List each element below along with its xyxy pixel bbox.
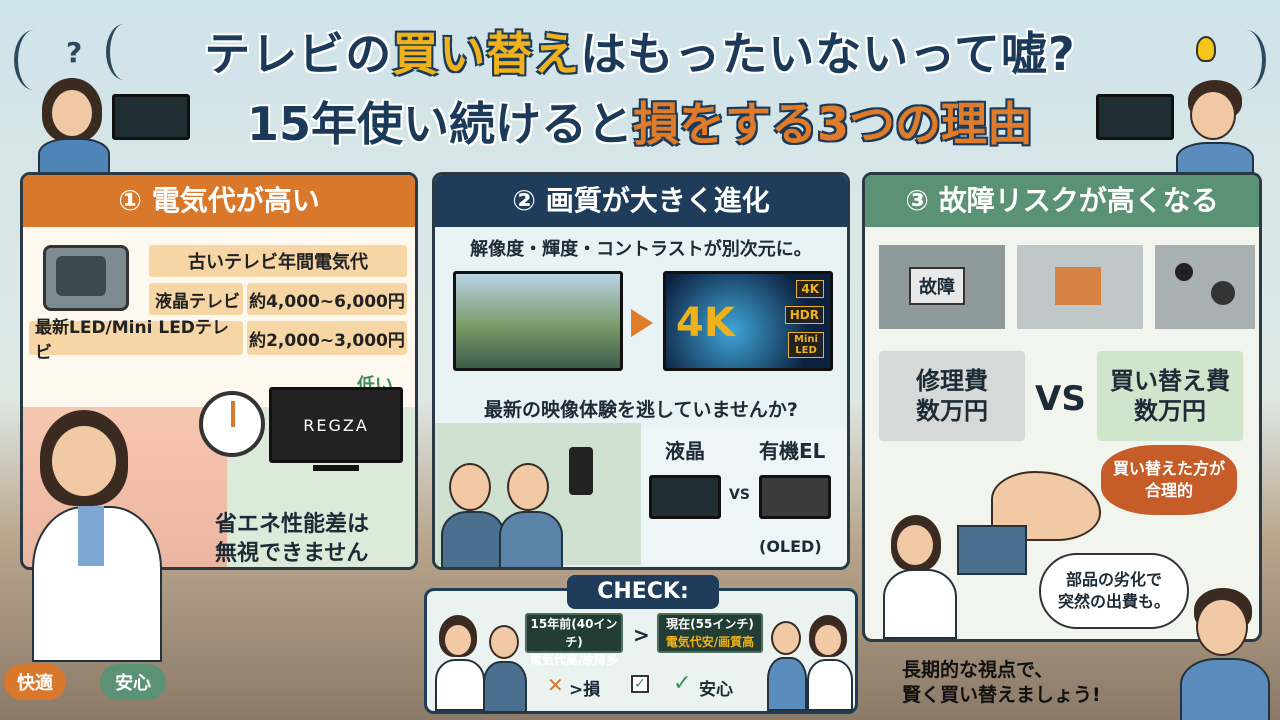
sound-waves-right-icon <box>1226 30 1266 90</box>
check-text: 安心 <box>699 680 733 700</box>
regza-tv-illustration: REGZA <box>269 387 403 463</box>
tv-top-left-illustration <box>112 94 190 140</box>
man-right-illustration <box>1176 78 1256 182</box>
advice-text: 長期的な視点で、 賢く買い替えましょう! <box>902 658 1101 707</box>
regza-stand <box>313 465 359 471</box>
reasonable-burst-badge: 買い替えた方が 合理的 <box>1101 445 1237 515</box>
table-title: 古いテレビ年間電気代 <box>149 245 407 277</box>
note-line1: 省エネ性能差は <box>215 512 370 537</box>
burst-line2: 合理的 <box>1144 480 1193 500</box>
man-check-left-illustration <box>483 621 527 713</box>
new-board: 現在(55インチ) 電気代安/画質高 <box>657 613 763 653</box>
panel-failure-risk: ③ 故障リスクが高くなる 故障 修理費 数万円 VS 買い替え費 数万円 買い替… <box>862 172 1262 642</box>
old-line1: 15年前(40インチ) <box>530 617 618 649</box>
panel-picture-quality: ② 画質が大きく進化 解像度・輝度・コントラストが別次元に。 4K 4K HDR… <box>432 172 850 570</box>
new-4k-tv-illustration: 4K 4K HDR Mini LED <box>663 271 833 371</box>
repair-cost-box: 修理費 数万円 <box>879 351 1025 441</box>
new-line2: 電気代安/画質高 <box>665 635 755 649</box>
muted-speaker-icon <box>1017 245 1143 329</box>
broken-tv-tile: 故障 <box>879 245 1005 329</box>
replace-line1: 買い替え費 <box>1110 367 1230 395</box>
vs-small: VS <box>729 487 750 503</box>
oled-tv-icon <box>759 475 831 519</box>
oled-label: 有機EL <box>759 439 826 463</box>
note-text: 省エネ性能差は 無視できません <box>215 511 370 567</box>
advice-line1: 長期的な視点で、 <box>902 659 1054 681</box>
doctor-check-left-illustration <box>435 615 487 711</box>
repair-line1: 修理費 <box>916 367 988 395</box>
row2-value: 約2,000~3,000円 <box>247 321 407 355</box>
broken-label: 故障 <box>909 267 965 305</box>
old-crt-tv-icon <box>43 245 129 311</box>
badge-4k-big: 4K <box>676 300 735 346</box>
row2-label: 最新LED/Mini LEDテレビ <box>29 318 243 363</box>
old-line2: 電気代高/故障多 <box>529 653 619 667</box>
sound-waves-left-icon <box>14 30 54 90</box>
comfort-tag: 快適 <box>4 664 66 700</box>
row1-label: 液晶テレビ <box>149 283 243 315</box>
panel1-header: ① 電気代が高い <box>23 175 415 227</box>
people-check-right-illustration <box>767 615 855 711</box>
sleeve-illustration <box>957 525 1027 575</box>
checkmark-icon: ✓ <box>673 671 692 696</box>
old-board: 15年前(40インチ) 電気代高/故障多 <box>525 613 623 667</box>
man-bottom-right-illustration <box>1180 588 1270 720</box>
repair-line2: 数万円 <box>916 397 988 425</box>
bubble-line2: 突然の出費も。 <box>1057 591 1170 611</box>
panel2-header: ② 画質が大きく進化 <box>435 175 847 227</box>
check-title: CHECK: <box>567 575 719 609</box>
panel-electricity: ① 電気代が高い 古いテレビ年間電気代 液晶テレビ 約4,000~6,000円 … <box>20 172 418 570</box>
row1-value: 約4,000~6,000円 <box>247 283 407 315</box>
badge-mini-led: Mini LED <box>788 332 824 358</box>
burst-line1: 買い替えた方が <box>1112 459 1225 478</box>
lcd-tv-icon <box>649 475 721 519</box>
vs-label: VS <box>1035 379 1086 419</box>
couple-scene-illustration <box>435 423 641 567</box>
badge-4k: 4K <box>796 280 824 298</box>
panel3-header: ③ 故障リスクが高くなる <box>865 175 1259 227</box>
oled-sub: (OLED) <box>759 537 822 556</box>
lcd-label: 液晶 <box>665 439 705 463</box>
doctor-woman-illustration <box>28 410 178 662</box>
lightbulb-icon <box>1196 36 1216 62</box>
doctor-woman-small-illustration <box>883 515 963 639</box>
replace-line2: 数万円 <box>1134 397 1206 425</box>
bubble-line1: 部品の劣化で <box>1065 570 1162 589</box>
note-line2: 無視できません <box>215 540 369 566</box>
panel2-question: 最新の映像体験を逃していませんか? <box>484 399 798 421</box>
speech-bubble: 部品の劣化で 突然の出費も。 <box>1039 553 1189 629</box>
badge-hdr: HDR <box>784 306 824 324</box>
cross-icon: ✕ <box>547 673 564 697</box>
cross-text: >損 <box>569 680 601 700</box>
stopwatch-icon <box>199 391 265 457</box>
dead-pixels-tile <box>1155 245 1255 329</box>
advice-line2: 賢く買い替えましょう! <box>902 683 1101 706</box>
tv-top-right-illustration <box>1096 94 1174 140</box>
old-tv-landscape-illustration <box>453 271 623 371</box>
replace-cost-box: 買い替え費 数万円 <box>1097 351 1243 441</box>
lcd-oled-compare: 液晶 有機EL VS (OLED) <box>641 427 847 565</box>
new-line1: 現在(55インチ) <box>666 617 754 631</box>
safety-tag: 安心 <box>100 664 166 700</box>
arrow-right-icon <box>631 309 653 337</box>
sound-waves-left2-icon <box>106 24 142 80</box>
regza-brand: REGZA <box>303 415 369 435</box>
panel2-caption: 解像度・輝度・コントラストが別次元に。 <box>470 239 812 260</box>
page-title-line1: テレビの買い替えはもったいないって嘘? <box>204 27 1076 81</box>
power-plug-icon <box>569 447 593 495</box>
check-box: CHECK: 15年前(40インチ) 電気代高/故障多 > 現在(55インチ) … <box>424 575 858 714</box>
page-title-line2: 15年使い続けると損をする3つの理由 <box>246 97 1034 151</box>
chevron-right-icon: > <box>633 623 650 647</box>
question-mark-icon: ? <box>66 36 83 69</box>
checkbox-icon: ✓ <box>631 675 649 693</box>
